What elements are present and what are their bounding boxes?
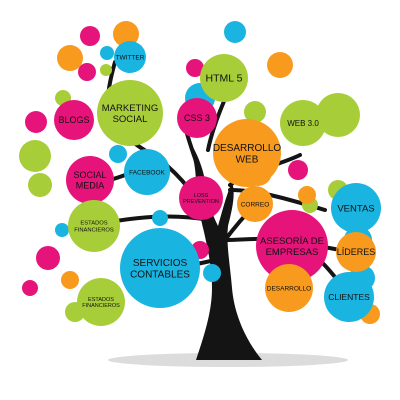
bubble-circle (213, 119, 281, 187)
decor-dot (224, 21, 246, 43)
decor-dot (22, 280, 38, 296)
bubble-label-desarrollo-web: WEB (236, 154, 259, 165)
bubble-label-asesoria-empresas: EMPRESAS (266, 247, 319, 258)
bubble-label-social-media: SOCIAL (73, 170, 106, 180)
bubble-circle (336, 232, 376, 272)
bubble-correo: CORREO (237, 186, 273, 222)
bubble-label-servicios-contables: CONTABLES (130, 269, 190, 280)
decor-dot (244, 101, 266, 123)
decor-dot (316, 93, 360, 137)
bubble-label-css3: CSS 3 (184, 113, 210, 123)
bubble-circle (124, 149, 170, 195)
bubble-label-web30: WEB 3.0 (287, 119, 319, 128)
decor-dot (298, 186, 316, 204)
decor-dot (19, 140, 51, 172)
decor-dot (80, 26, 100, 46)
bubble-ventas: VENTAS (331, 183, 381, 233)
bubble-circle (97, 80, 163, 146)
bubble-label-estados-financieros-1: FINANCIEROS (74, 227, 114, 233)
bubble-circle (177, 98, 217, 138)
bubble-circle (256, 210, 328, 282)
decor-dot (113, 21, 139, 47)
bubble-css3: CSS 3 (177, 98, 217, 138)
bubble-circle (66, 156, 114, 204)
bubble-label-estados-financieros-1: ESTADOS (80, 221, 107, 227)
bubble-circle (200, 54, 248, 102)
bubble-label-clientes: CLIENTES (328, 292, 370, 302)
bubble-label-desarrollo-web: DESARROLLO (213, 143, 282, 154)
bubble-desarrollo: DESARROLLO (265, 264, 313, 312)
bubble-label-estados-financieros-2: ESTADOS (88, 297, 114, 303)
bubble-blogs: BLOGS (54, 100, 94, 140)
bubble-label-social-media: MEDIA (76, 180, 105, 190)
bubble-clientes: CLIENTES (324, 272, 374, 322)
bubble-label-blogs: BLOGS (58, 115, 89, 125)
bubble-circle (237, 186, 273, 222)
bubble-facebook: FACEBOOK (124, 149, 170, 195)
bubble-label-desarrollo: DESARROLLO (267, 285, 311, 292)
bubble-circle (120, 228, 200, 308)
bubble-twitter: TWITTER (114, 41, 146, 73)
decor-dot (28, 173, 52, 197)
bubble-circle (68, 200, 120, 252)
bubble-label-lideres: LÍDERES (337, 247, 376, 257)
bubble-label-marketing-social: MARKETING (102, 103, 158, 114)
bubble-label-asesoria-empresas: ASESORÍA DE (260, 236, 324, 247)
bubble-label-twitter: TWITTER (116, 54, 145, 61)
bubble-label-facebook: FACEBOOK (129, 169, 165, 176)
bubble-circle (324, 272, 374, 322)
bubble-circle (179, 176, 223, 220)
decor-dot (100, 64, 112, 76)
bubble-label-html5: HTML 5 (206, 73, 243, 85)
bubble-circle (114, 41, 146, 73)
decor-dot (57, 45, 83, 71)
bubble-label-loss-prevention: LOSS (194, 193, 209, 199)
bubble-circle (54, 100, 94, 140)
decor-dot (61, 271, 79, 289)
decor-dot (36, 246, 60, 270)
bubble-label-loss-prevention: PREVENTION (183, 199, 219, 205)
bubble-circle (331, 183, 381, 233)
decor-dot (109, 145, 127, 163)
bubble-circle (265, 264, 313, 312)
decor-dot (288, 160, 308, 180)
decor-dot (203, 264, 221, 282)
decor-dot (100, 46, 114, 60)
decor-dot (267, 52, 293, 78)
bubble-web30: WEB 3.0 (280, 100, 326, 146)
bubble-label-ventas: VENTAS (337, 203, 374, 214)
bubble-label-servicios-contables: SERVICIOS (133, 258, 188, 269)
decor-dot (25, 111, 47, 133)
bubble-label-correo: CORREO (241, 201, 270, 208)
bubble-html5: HTML 5 (200, 54, 248, 102)
bubble-label-marketing-social: SOCIAL (113, 114, 148, 125)
decor-dot (152, 210, 168, 226)
bubble-label-estados-financieros-2: FINANCIEROS (82, 303, 120, 309)
bubble-lideres: LÍDERES (336, 232, 376, 272)
bubble-circle (77, 278, 125, 326)
decor-dot (186, 59, 204, 77)
decor-dot (55, 223, 69, 237)
bubble-circle (280, 100, 326, 146)
decor-dot (78, 63, 96, 81)
